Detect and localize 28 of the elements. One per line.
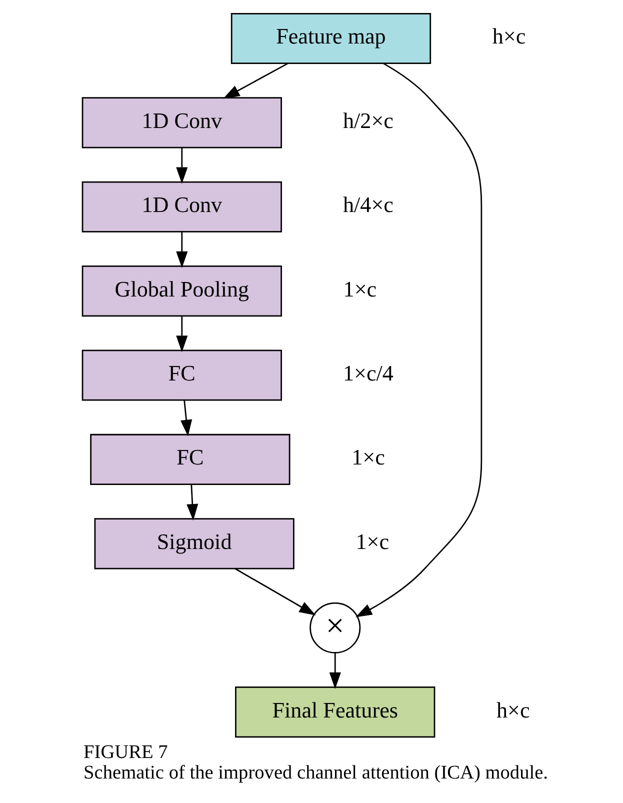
arrow [176, 148, 188, 184]
node-label: h×c [496, 697, 530, 722]
node-box: Sigmoid [94, 518, 294, 570]
node-box: Feature map [230, 12, 431, 64]
arrow [176, 232, 188, 268]
node-box: Global Pooling [81, 266, 282, 317]
arrow [186, 484, 198, 521]
arrow [328, 652, 340, 689]
node-box: FC [81, 350, 282, 401]
arrow [234, 568, 316, 616]
caption: Schematic of the improved channel attention (ICA) module. [83, 762, 548, 784]
arrow [354, 62, 482, 618]
node-box: FC [90, 434, 290, 485]
node-label: 1×c [355, 528, 389, 554]
arrow [180, 400, 192, 436]
node-label: 1×c [342, 276, 376, 302]
node-label: h×c [492, 24, 526, 49]
node-label: 1×c [351, 444, 384, 470]
node-box: Final Features [234, 686, 435, 738]
node-label: h/4×c [342, 192, 393, 218]
node-box: 1D Conv [81, 97, 282, 148]
label: FIGURE 7 [83, 742, 168, 763]
node-label: 1×c/4 [342, 360, 393, 386]
node-circle: × [309, 602, 360, 654]
arrow [176, 316, 188, 352]
node-box: 1D Conv [81, 181, 282, 232]
arrow [222, 62, 288, 99]
node-label: h/2×c [342, 108, 393, 133]
